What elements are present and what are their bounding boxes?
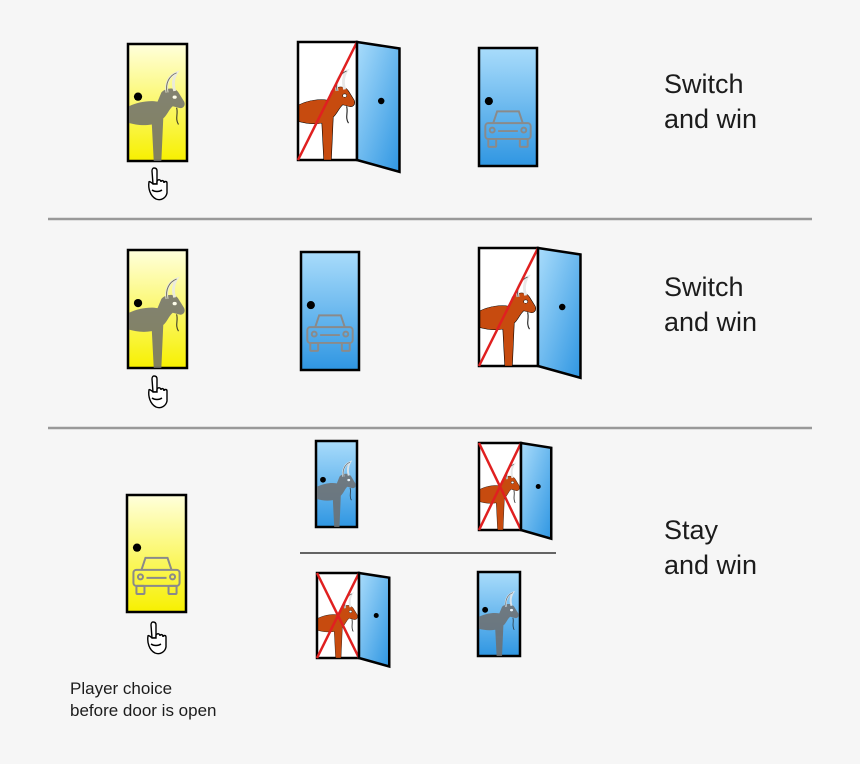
- caption-line-1: Player choice: [70, 679, 173, 698]
- closed-door-small-a: [314, 439, 359, 529]
- goat-icon: [479, 274, 536, 367]
- car-icon: [484, 110, 532, 148]
- pointing-hand-icon: [148, 375, 168, 409]
- goat-icon: [317, 460, 356, 527]
- outcome-line-2: and win: [664, 550, 758, 580]
- open-door-small-a: [477, 441, 553, 541]
- door-panel: [125, 493, 188, 614]
- outcome-line-1: Stay: [664, 515, 719, 545]
- goat-icon: [479, 590, 519, 656]
- pointing-hand-icon: [147, 621, 167, 655]
- player-door-row-2: [126, 248, 189, 370]
- cross-out-icon: [477, 442, 523, 531]
- cross-out-icon: [315, 572, 361, 659]
- door-knob: [373, 613, 379, 618]
- outcome-line-2: and win: [664, 104, 758, 134]
- cross-out-icon: [477, 247, 540, 367]
- cross-out-icon: [296, 41, 359, 161]
- open-door-row-1: [296, 40, 401, 174]
- door-knob: [535, 484, 541, 489]
- door-knob: [320, 476, 326, 483]
- outcome-label-row-1: Switch and win: [664, 67, 757, 137]
- door-knob: [133, 298, 143, 308]
- outcome-line-2: and win: [664, 307, 758, 337]
- outcome-line-1: Switch: [664, 69, 744, 99]
- closed-door-row-2: [299, 250, 361, 372]
- door-leaf: [536, 246, 582, 380]
- open-door-row-2: [477, 246, 582, 380]
- door-knob: [484, 97, 493, 106]
- door-leaf: [357, 571, 391, 669]
- goat-icon: [129, 70, 185, 161]
- player-door-row-3: [125, 493, 188, 614]
- door-knob: [558, 303, 566, 311]
- outcome-line-1: Switch: [664, 272, 744, 302]
- outcome-label-row-2: Switch and win: [664, 270, 757, 340]
- caption-line-2: before door is open: [70, 701, 217, 720]
- closed-door-small-b: [476, 570, 522, 658]
- player-choice-caption: Player choice before door is open: [70, 678, 217, 722]
- door-panel: [477, 46, 539, 168]
- door-leaf: [519, 441, 553, 541]
- door-knob: [377, 97, 385, 105]
- pointing-hand-icon: [148, 167, 168, 201]
- door-knob: [133, 92, 143, 101]
- outcome-label-row-3: Stay and win: [664, 513, 757, 583]
- open-door-small-b: [315, 571, 391, 669]
- door-leaf: [355, 40, 401, 174]
- car-icon: [132, 556, 181, 595]
- player-door-row-1: [126, 42, 189, 163]
- door-knob: [306, 301, 315, 310]
- goat-icon: [479, 462, 520, 531]
- goat-icon: [129, 276, 185, 368]
- car-icon: [306, 314, 354, 352]
- closed-door-row-1: [477, 46, 539, 168]
- door-knob: [482, 606, 489, 613]
- door-knob: [132, 543, 142, 552]
- door-panel: [299, 250, 361, 372]
